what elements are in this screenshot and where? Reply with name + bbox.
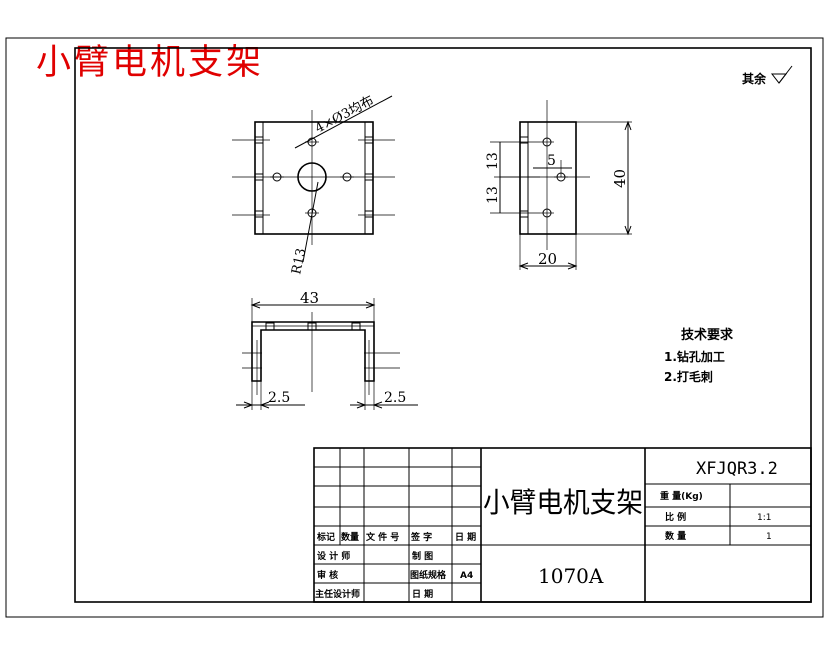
scale-value: 1:1	[757, 513, 771, 523]
side-view: 13 13 5 40 20	[485, 100, 632, 270]
chief-designer-label: 主任设计师	[315, 588, 360, 600]
rev-header-qty: 数量	[341, 531, 359, 543]
tech-req-heading: 技术要求	[681, 327, 734, 343]
drawing-number: XFJQR3.2	[696, 459, 778, 479]
radius-label: R13	[289, 247, 309, 276]
dim-43: 43	[300, 289, 319, 307]
material: 1070A	[538, 564, 604, 588]
date-label: 日 期	[412, 588, 433, 600]
bottom-view-outline	[251, 321, 375, 382]
bottom-view: 43 2.5 2.5	[236, 289, 418, 410]
surface-finish-note: 其余	[742, 71, 767, 86]
drafter-label: 制 图	[412, 550, 433, 562]
rev-header-mark: 标记	[316, 531, 335, 543]
side-view-outline	[519, 121, 577, 235]
surface-finish-symbol	[770, 73, 788, 84]
weight-label: 重 量(Kg)	[660, 490, 703, 502]
quantity-value: 1	[766, 532, 772, 542]
dim-5: 5	[547, 153, 556, 169]
dim-13-top: 13	[485, 152, 501, 170]
dim-right-2-5: 2.5	[384, 390, 406, 406]
part-name: 小臂电机支架	[483, 486, 643, 519]
rev-header-date: 日 期	[455, 531, 476, 543]
tech-req-item: 2.打毛刺	[664, 369, 713, 384]
sheet-value: A4	[460, 571, 473, 581]
rev-header-sign: 签 字	[410, 531, 432, 543]
hole-note: 4×Ø3均布	[313, 93, 377, 136]
rev-header-doc: 文 件 号	[365, 531, 399, 543]
outer-frame	[5, 37, 824, 618]
quantity-label: 数 量	[665, 530, 686, 542]
scale-label: 比 例	[665, 511, 686, 523]
front-view: 4×Ø3均布 R13	[232, 93, 395, 276]
drawing-title: 小臂电机支架	[36, 43, 265, 83]
reviewer-label: 审 核	[317, 569, 338, 581]
radius-leader	[302, 181, 319, 263]
inner-frame	[74, 47, 812, 603]
center-bore	[297, 162, 327, 192]
dim-40: 40	[611, 169, 629, 188]
sheet-label: 图纸规格	[410, 569, 447, 581]
hole-note-leader	[294, 95, 393, 149]
dim-left-2-5: 2.5	[268, 390, 290, 406]
title-block	[313, 447, 812, 603]
designer-label: 设 计 师	[317, 550, 350, 562]
dim-13-bottom: 13	[485, 186, 501, 204]
tech-req-item: 1.钻孔加工	[664, 349, 725, 364]
dim-20: 20	[538, 250, 557, 268]
